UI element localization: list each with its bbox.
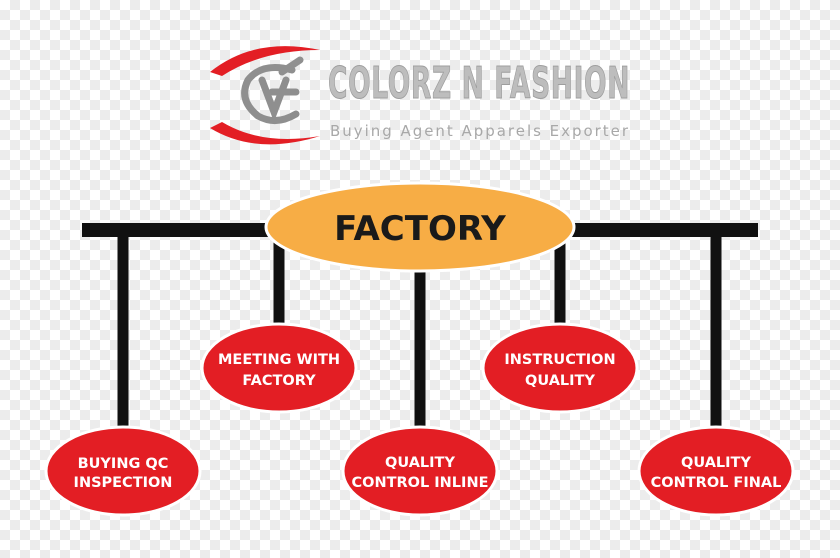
root-node: FACTORY — [264, 181, 576, 273]
node-label-line2: INSPECTION — [74, 475, 173, 491]
node-label-line2: CONTROL FINAL — [651, 475, 782, 491]
node-buying-qc-inspection: BUYING QC INSPECTION — [44, 425, 202, 517]
node-ellipse — [637, 425, 795, 517]
logo-swoosh-bottom — [210, 122, 320, 145]
brand-name: COLORZ N FASHION — [328, 58, 630, 109]
node-meeting-with-factory: MEETING WITH FACTORY — [200, 322, 358, 414]
root-label: FACTORY — [334, 209, 506, 249]
root-ellipse — [264, 181, 576, 273]
node-label-line2: QUALITY — [525, 373, 595, 389]
node-quality-control-inline: QUALITY CONTROL INLINE — [341, 425, 499, 517]
logo-swoosh-top — [210, 46, 320, 76]
node-label-line2: FACTORY — [242, 373, 316, 389]
node-label-line1: MEETING WITH — [218, 352, 340, 368]
node-label-line1: INSTRUCTION — [504, 352, 615, 368]
node-label-line2: CONTROL INLINE — [352, 475, 489, 491]
node-ellipse — [481, 322, 639, 414]
node-instruction-quality: INSTRUCTION QUALITY — [481, 322, 639, 414]
node-quality-control-final: QUALITY CONTROL FINAL — [637, 425, 795, 517]
logo-emblem-icon — [241, 56, 304, 124]
node-ellipse — [44, 425, 202, 517]
node-ellipse — [341, 425, 499, 517]
node-label-line1: QUALITY — [385, 455, 455, 471]
brand-logo: COLORZ N FASHION Buying Agent Apparels E… — [210, 46, 630, 145]
node-label-line1: BUYING QC — [78, 456, 169, 472]
node-ellipse — [200, 322, 358, 414]
brand-tagline: Buying Agent Apparels Exporter — [330, 122, 630, 140]
node-label-line1: QUALITY — [681, 455, 751, 471]
